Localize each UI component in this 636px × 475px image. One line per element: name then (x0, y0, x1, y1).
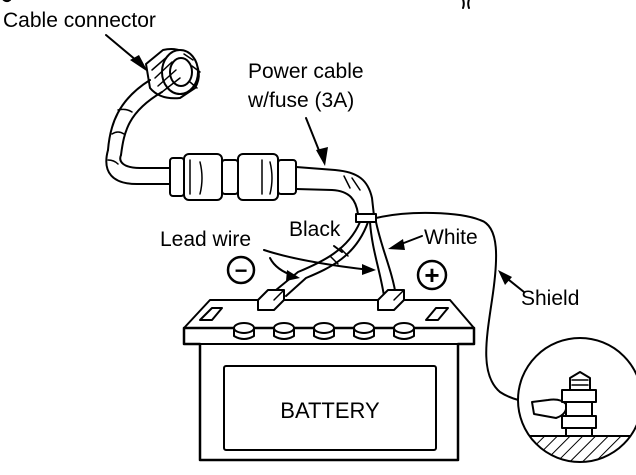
cable-connector-label: Cable connector (3, 9, 156, 32)
negative-symbol: − (226, 255, 256, 285)
cable-connector (145, 48, 201, 100)
power-cable-label-line2: w/fuse (3A) (247, 89, 354, 112)
lead-wire-callout: Lead wire (160, 228, 376, 281)
black-callout: Black (289, 218, 343, 253)
shield-label: Shield (521, 287, 579, 310)
battery-cell-caps (233, 322, 415, 340)
fuse-holder (169, 153, 297, 201)
power-cable-callout: Power cable w/fuse (3A) (247, 60, 364, 166)
positive-sign: + (424, 260, 439, 290)
white-callout: White (388, 226, 478, 250)
black-lead-wire (275, 221, 369, 297)
ground-bolt-detail (517, 337, 636, 463)
lead-wire-label: Lead wire (160, 228, 251, 251)
white-lead-wire (369, 221, 397, 297)
negative-terminal (257, 289, 285, 311)
black-label: Black (289, 218, 341, 241)
cable-to-battery (295, 166, 377, 223)
negative-sign: − (235, 258, 248, 283)
power-cable (105, 79, 171, 186)
top-cropped-text (2, 0, 470, 9)
shield-callout: Shield (498, 270, 579, 310)
battery-label: BATTERY (280, 398, 380, 423)
positive-terminal (377, 289, 405, 311)
positive-symbol: + (416, 259, 448, 291)
power-cable-label-line1: Power cable (248, 60, 364, 83)
battery: BATTERY (182, 289, 476, 462)
shield-wire (375, 211, 541, 405)
white-label: White (424, 226, 478, 249)
cable-connector-callout: Cable connector (3, 9, 156, 72)
